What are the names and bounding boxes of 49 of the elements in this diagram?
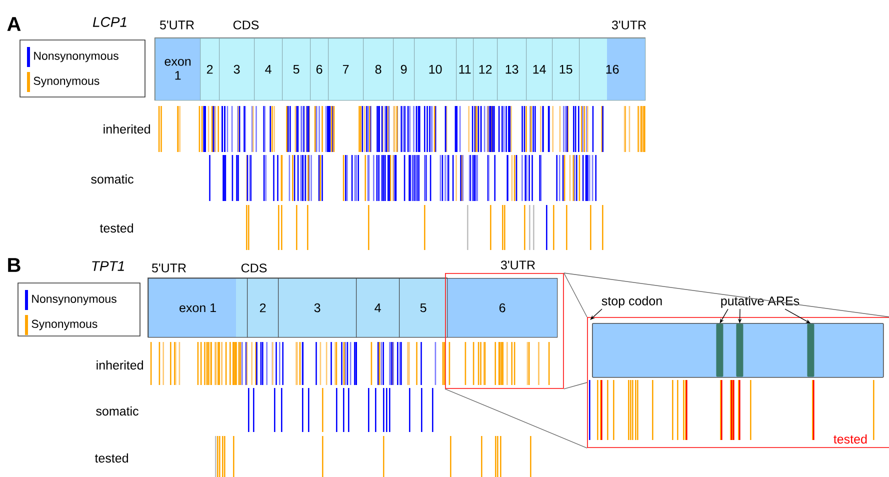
exon-box: 9 xyxy=(393,38,415,101)
track-label: inherited xyxy=(96,360,143,370)
annotation-text: putative AREs xyxy=(721,296,800,308)
gene-name: TPT1 xyxy=(92,261,124,271)
are-band xyxy=(736,324,744,377)
exon-box: 15 xyxy=(552,38,580,101)
exon-box: exon 1 xyxy=(155,38,201,101)
track-label: somatic xyxy=(91,174,134,184)
track-label: tested xyxy=(100,223,133,233)
exon-box: 5 xyxy=(399,278,448,338)
zoom-line xyxy=(564,272,588,318)
zoom-line xyxy=(564,382,588,390)
exon-box: 13 xyxy=(497,38,527,101)
zoom-frame xyxy=(445,273,564,389)
exon-box: 4 xyxy=(254,38,283,101)
region-label: CDS xyxy=(241,264,267,272)
exon-box: 4 xyxy=(356,278,400,338)
utr-bar xyxy=(592,323,884,378)
exon-box: 2 xyxy=(200,38,220,101)
exon-box: 6 xyxy=(447,278,558,338)
gene-name: LCP1 xyxy=(92,17,126,27)
exon-box: 11 xyxy=(456,38,474,101)
exon-box: 14 xyxy=(526,38,553,101)
legend-label: Nonsynonymous xyxy=(34,52,118,62)
exon-box: 5 xyxy=(282,38,311,101)
panel-letter: B xyxy=(8,258,20,272)
legend-label: Nonsynonymous xyxy=(32,294,116,306)
region-label: CDS xyxy=(233,20,259,30)
exon-box: 12 xyxy=(473,38,498,101)
region-label: 5'UTR xyxy=(160,20,194,30)
are-band xyxy=(716,324,724,377)
exon-box: 6 xyxy=(310,38,329,101)
exon-box: exon 1 xyxy=(148,278,248,338)
track-label: tested xyxy=(94,453,128,463)
legend-label: Synonymous xyxy=(32,320,98,330)
track-label: somatic xyxy=(96,406,138,416)
node-label: 3 xyxy=(234,64,240,74)
legend-label: Synonymous xyxy=(34,76,100,88)
are-band xyxy=(807,324,814,377)
zoom-line xyxy=(564,272,889,318)
exon-box: 8 xyxy=(363,38,394,101)
zoom-line xyxy=(444,388,588,448)
region-label: 3'UTR xyxy=(612,20,646,30)
node-label: 13 xyxy=(506,64,518,74)
leader-arrow xyxy=(590,308,602,320)
track-label: inherited xyxy=(104,124,150,134)
annotation-text: stop codon xyxy=(602,296,662,308)
panel-letter: A xyxy=(7,17,21,31)
exon-box: 3 xyxy=(219,38,255,101)
